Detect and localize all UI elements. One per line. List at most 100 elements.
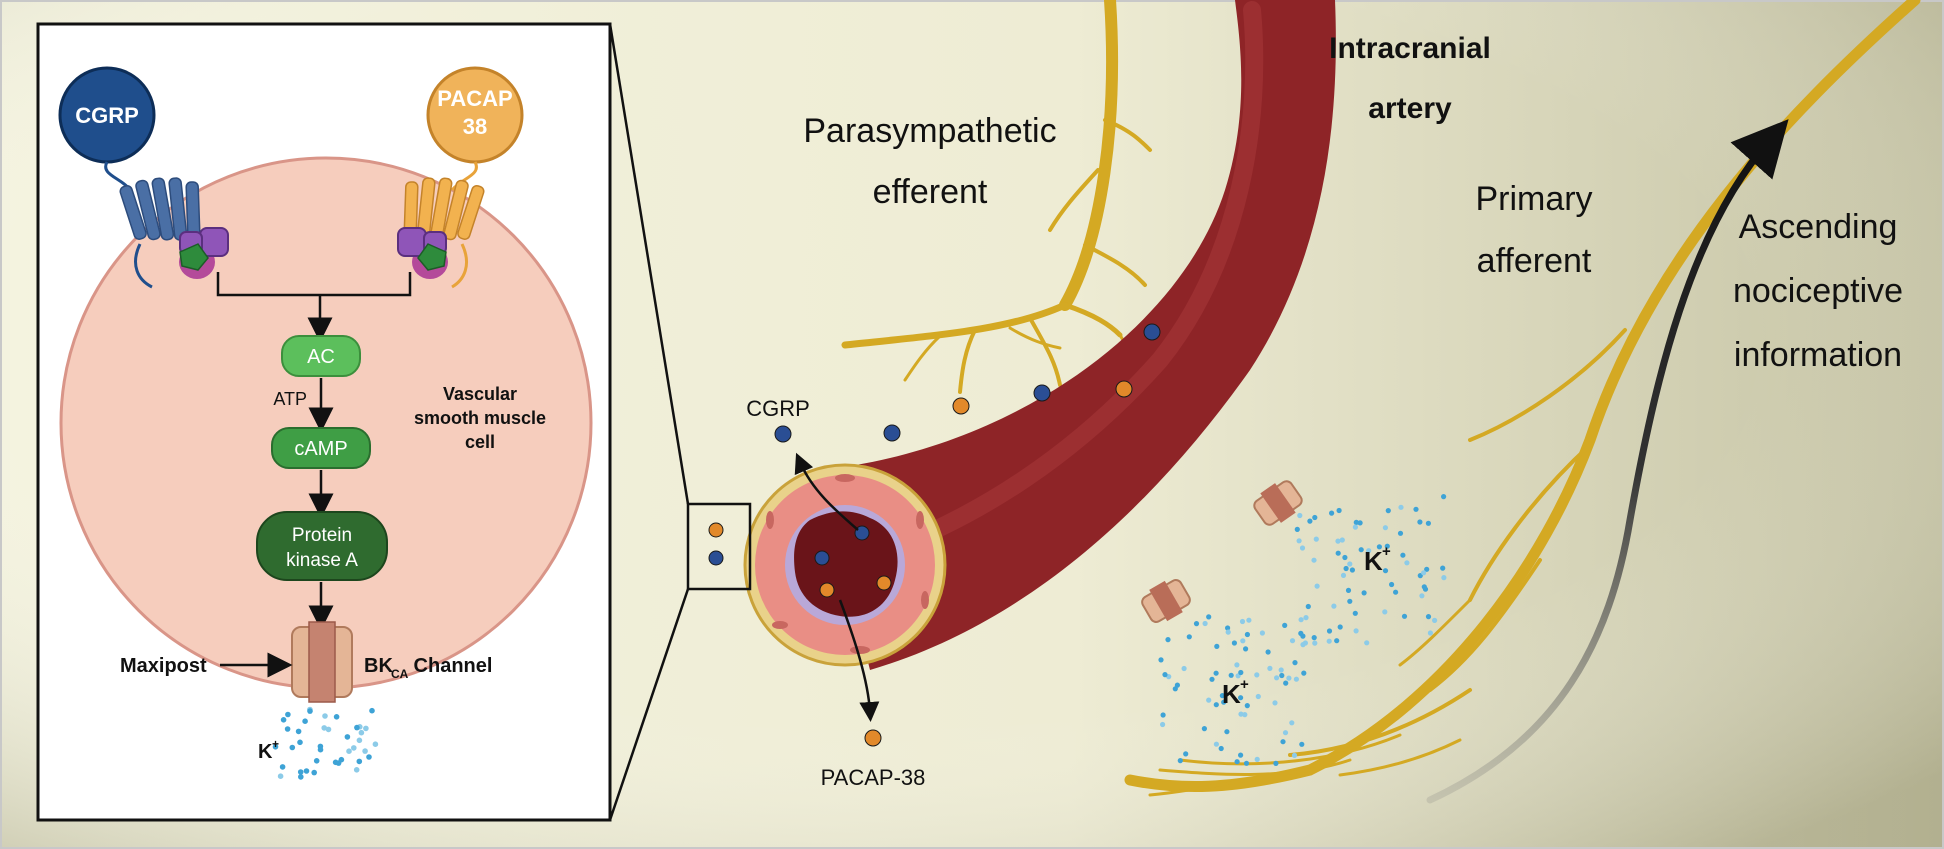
potassium-ion-dot (1326, 628, 1333, 634)
potassium-dots (272, 706, 379, 780)
potassium-ion-dot (1361, 590, 1367, 596)
potassium-ion-dot (1398, 504, 1404, 510)
potassium-ion-dot (1335, 538, 1341, 544)
svg-text:AC: AC (307, 346, 335, 368)
potassium-ion-dot (1298, 630, 1304, 637)
potassium-ion-dot (1337, 624, 1343, 630)
potassium-ion-dot (1239, 618, 1246, 625)
potassium-ion-dot (1421, 570, 1427, 576)
pacap-release-label: PACAP-38 (821, 765, 926, 790)
potassium-ion-dot (1352, 524, 1358, 530)
potassium-ion-dot (332, 759, 339, 766)
potassium-ion-dot (1289, 720, 1295, 726)
potassium-ion-dot (1353, 628, 1359, 634)
potassium-ion-dot (1400, 552, 1406, 558)
potassium-ion-dot (1382, 525, 1388, 531)
inset-panel: CGRP PACAP 38 (36, 22, 612, 822)
potassium-ion-dot (1238, 695, 1244, 701)
potassium-ion-dot (1364, 640, 1370, 646)
parasympathetic-label: Parasympathetic (803, 112, 1056, 150)
svg-text:BK: BK (364, 655, 393, 677)
potassium-ion-dot (307, 708, 313, 714)
potassium-dots (1158, 614, 1309, 767)
potassium-ion-dot (1329, 510, 1335, 516)
potassium-ion-dot (1174, 682, 1180, 688)
camp-node: cAMP (271, 427, 371, 469)
potassium-ion-dot (325, 726, 332, 733)
potassium-ion-dot (1238, 669, 1244, 676)
svg-text:PACAP: PACAP (437, 86, 512, 111)
potassium-ion-dot (362, 748, 368, 754)
potassium-ion-dot (1427, 630, 1433, 636)
potassium-label: K + (1364, 543, 1391, 576)
potassium-ion-dot (1311, 557, 1317, 563)
potassium-ion-dot (354, 724, 360, 731)
potassium-ion-dot (372, 741, 379, 747)
potassium-ion-dot (279, 764, 286, 770)
atp-label: ATP (273, 389, 307, 409)
artery-bk-channel (1141, 579, 1191, 623)
svg-text:38: 38 (463, 114, 487, 139)
potassium-ion-dot (1244, 703, 1250, 709)
potassium-ion-dot (366, 754, 372, 760)
potassium-ion-dot (297, 769, 304, 775)
potassium-ion-dot (1225, 629, 1231, 635)
potassium-ion-dot (1425, 520, 1431, 526)
svg-text:K: K (258, 741, 273, 763)
primary-afferent-label: Primary (1475, 180, 1592, 218)
potassium-ion-dot (1267, 665, 1273, 672)
potassium-ion-dot (1254, 756, 1260, 763)
potassium-ion-dot (1331, 603, 1337, 609)
release-dots (708, 323, 1161, 747)
primary-afferent-label: afferent (1477, 242, 1592, 280)
potassium-ion-dot (1342, 554, 1348, 561)
potassium-ion-dot (356, 758, 363, 765)
potassium-ion-dot (1228, 672, 1234, 678)
potassium-ion-dot (1225, 625, 1231, 631)
potassium-ion-dot (1214, 643, 1220, 650)
potassium-ion-dot (311, 769, 318, 776)
potassium-ion-dot (1343, 565, 1349, 572)
svg-text:Protein: Protein (292, 525, 352, 546)
potassium-ion-dot (1282, 730, 1289, 736)
potassium-ion-dot (356, 737, 363, 744)
potassium-ion-dot (1201, 726, 1207, 732)
potassium-ion-dot (1243, 760, 1250, 766)
potassium-ion-dot (1244, 631, 1250, 638)
potassium-ion-dot (1242, 712, 1248, 718)
potassium-ion-dot (1231, 640, 1237, 646)
potassium-ion-dot (358, 729, 365, 736)
potassium-ion-dot (321, 725, 328, 731)
potassium-ion-dot (1259, 630, 1265, 636)
potassium-ion-dot (1291, 752, 1298, 759)
potassium-ion-dot (1334, 638, 1340, 644)
potassium-ion-dot (297, 739, 303, 746)
maxipost-label: Maxipost (120, 655, 207, 677)
potassium-ion-dot (1441, 575, 1447, 581)
pacap-dot (876, 575, 892, 591)
potassium-ion-dot (322, 713, 328, 719)
potassium-ion-dot (1347, 561, 1353, 567)
potassium-ion-dot (1313, 536, 1319, 542)
potassium-ion-dot (277, 773, 284, 779)
potassium-ion-dot (1255, 693, 1261, 700)
potassium-ion-dot (1278, 667, 1284, 673)
potassium-ion-dot (1286, 675, 1292, 681)
cgrp-dot (1033, 384, 1051, 402)
potassium-ion-dot (344, 734, 351, 740)
potassium-ion-dot (1181, 665, 1187, 672)
potassium-ion-dot (1221, 699, 1227, 705)
artery-bk-channel (1253, 480, 1303, 526)
potassium-ion-dot (1366, 548, 1372, 554)
potassium-ion-dot (1265, 649, 1271, 655)
potassium-ion-dot (302, 718, 308, 724)
artery-label: artery (1368, 92, 1452, 125)
potassium-ion-dot (298, 774, 304, 780)
potassium-ion-dot (1165, 637, 1171, 643)
potassium-ion-dot (1347, 598, 1353, 604)
cgrp-release-arrow (794, 452, 859, 531)
potassium-ion-dot (1243, 646, 1249, 652)
svg-text:CA: CA (391, 667, 409, 681)
potassium-ion-dot (351, 745, 357, 751)
cell-label: smooth muscle (414, 408, 546, 428)
